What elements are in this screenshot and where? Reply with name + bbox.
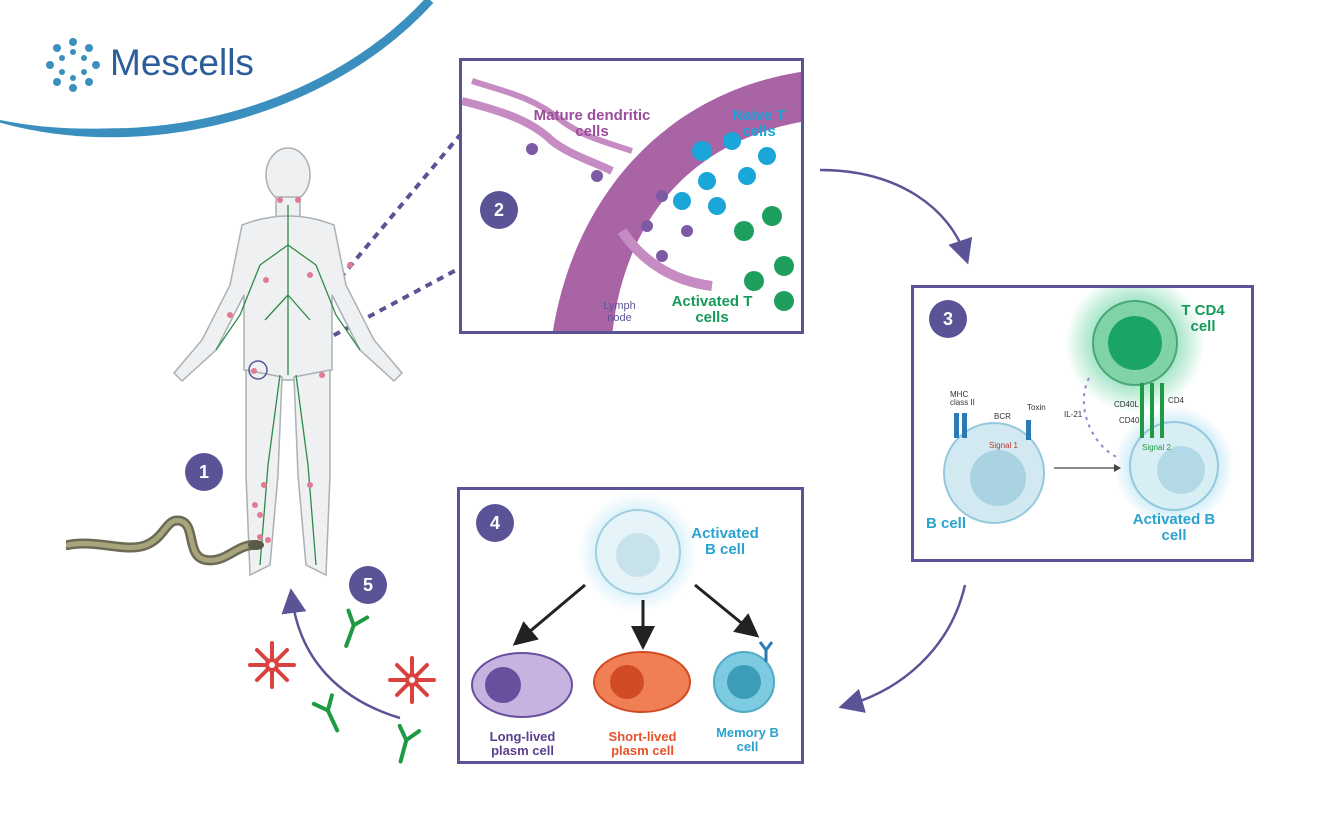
long-lived-label: Long-lived plasm cell (489, 729, 556, 758)
mature-dendritic-label: Mature dendritic cells (533, 107, 651, 140)
cd40-label: CD40 (1119, 416, 1140, 425)
step-3-badge: 3 (929, 300, 967, 338)
brand-name[interactable]: Mescells (110, 42, 254, 83)
t-cd4-label: T CD4 cell (1181, 302, 1225, 335)
il-21-label: IL-21 (1064, 410, 1083, 419)
step-4-badge: 4 (476, 504, 514, 542)
memory-b-label: Memory B cell (716, 725, 779, 754)
panel-3-b-cell-activation: 3 T CD4 cell MHC class II BCR Toxin Sign… (911, 285, 1254, 562)
lymph-node-illustration (462, 72, 801, 331)
activated-b-cell-label-4: Activated B cell (691, 525, 759, 558)
step-2-badge: 2 (480, 191, 518, 229)
cd40l-label: CD40L (1114, 400, 1139, 409)
step-1-badge: 1 (185, 453, 223, 491)
panel-4-b-cell-differentiation: 4 Activated B cell Long-lived plasm cell… (457, 487, 804, 764)
activated-b-cell-label-3: Activated B cell (1132, 511, 1216, 544)
naive-t-label: Naive T cells (732, 107, 786, 140)
mescells-logo-icon (46, 38, 100, 92)
signal-2-label: Signal 2 (1142, 443, 1171, 452)
short-lived-label: Short-lived plasm cell (608, 729, 677, 758)
differentiation-illustration (471, 492, 775, 718)
cd4-label: CD4 (1168, 396, 1185, 405)
antibodies-illustration (248, 608, 436, 764)
step-5-badge: 5 (349, 566, 387, 604)
activated-t-label: Activated T cells (671, 293, 753, 326)
b-cell-label: B cell (926, 515, 967, 532)
mhc-class-ii-label: MHC class II (950, 390, 975, 407)
human-lymphatic-figure (172, 147, 404, 577)
toxin-label: Toxin (1027, 403, 1046, 412)
brand-swoosh (0, 0, 434, 138)
signal-1-label: Signal 1 (989, 441, 1018, 450)
lymph-node-label: Lymph node (603, 300, 636, 324)
t-b-interaction-illustration (943, 288, 1234, 526)
snake-illustration (66, 515, 264, 566)
panel-2-lymph-node: 2 Mature dendritic cells Naive T cells A… (459, 58, 804, 334)
bcr-label: BCR (994, 412, 1011, 421)
